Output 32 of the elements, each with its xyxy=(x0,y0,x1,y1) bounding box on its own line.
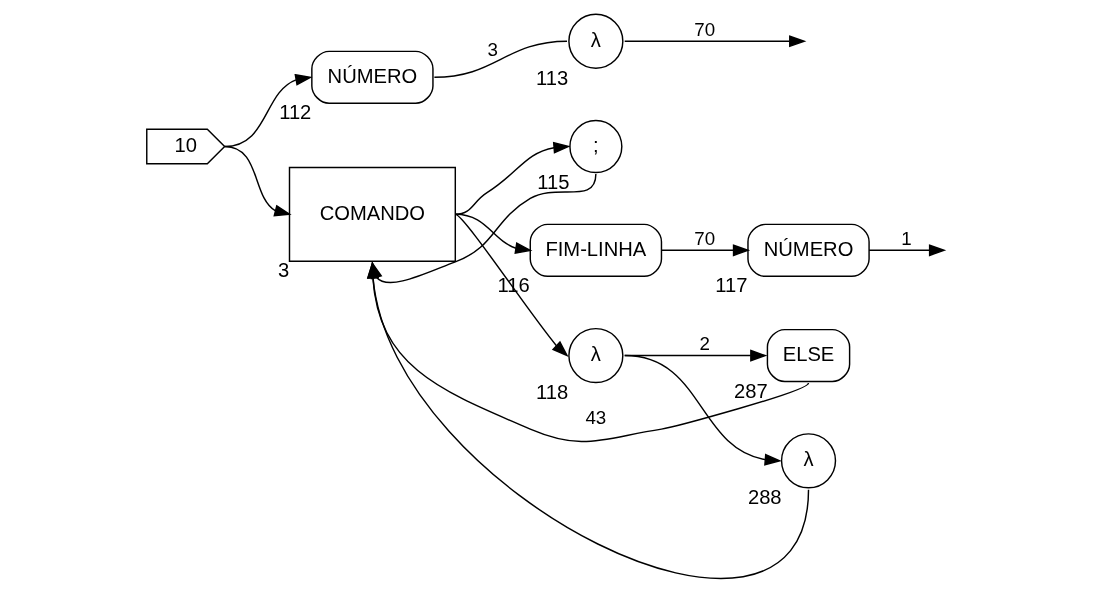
edge-label: 70 xyxy=(694,19,716,41)
arrow xyxy=(454,141,571,215)
arrow xyxy=(223,145,292,217)
node-label: 117 xyxy=(715,274,748,297)
node-label: 287 xyxy=(734,379,768,402)
node-box: ELSE xyxy=(766,328,851,383)
node-circle: λ xyxy=(568,13,624,69)
node-label: 113 xyxy=(536,66,569,89)
edge-label: 2 xyxy=(699,333,710,355)
edge-label: 1 xyxy=(901,228,912,250)
node-box: COMANDO xyxy=(288,166,457,262)
edge-label: 70 xyxy=(694,228,716,250)
node-box: FIM-LINHA xyxy=(529,223,663,277)
node-circle: λ xyxy=(568,327,624,384)
edge-label: 3 xyxy=(487,39,498,61)
node-circle: λ xyxy=(780,433,837,489)
arrow xyxy=(660,244,751,257)
arrow xyxy=(624,354,782,466)
node-label: 3 xyxy=(278,259,290,282)
arrow xyxy=(868,244,947,257)
node-box: NÚMERO xyxy=(311,50,434,104)
arrow xyxy=(624,35,807,48)
connector xyxy=(433,40,568,79)
edge-label: 43 xyxy=(585,406,607,428)
node-label: 118 xyxy=(536,380,569,403)
arrow xyxy=(454,213,569,358)
node-label: 112 xyxy=(279,101,312,124)
node-label: 288 xyxy=(747,486,782,509)
arrow xyxy=(454,213,533,255)
node-circle: ; xyxy=(569,119,623,174)
node-box: NÚMERO xyxy=(747,223,870,277)
node-label: 115 xyxy=(537,170,570,193)
